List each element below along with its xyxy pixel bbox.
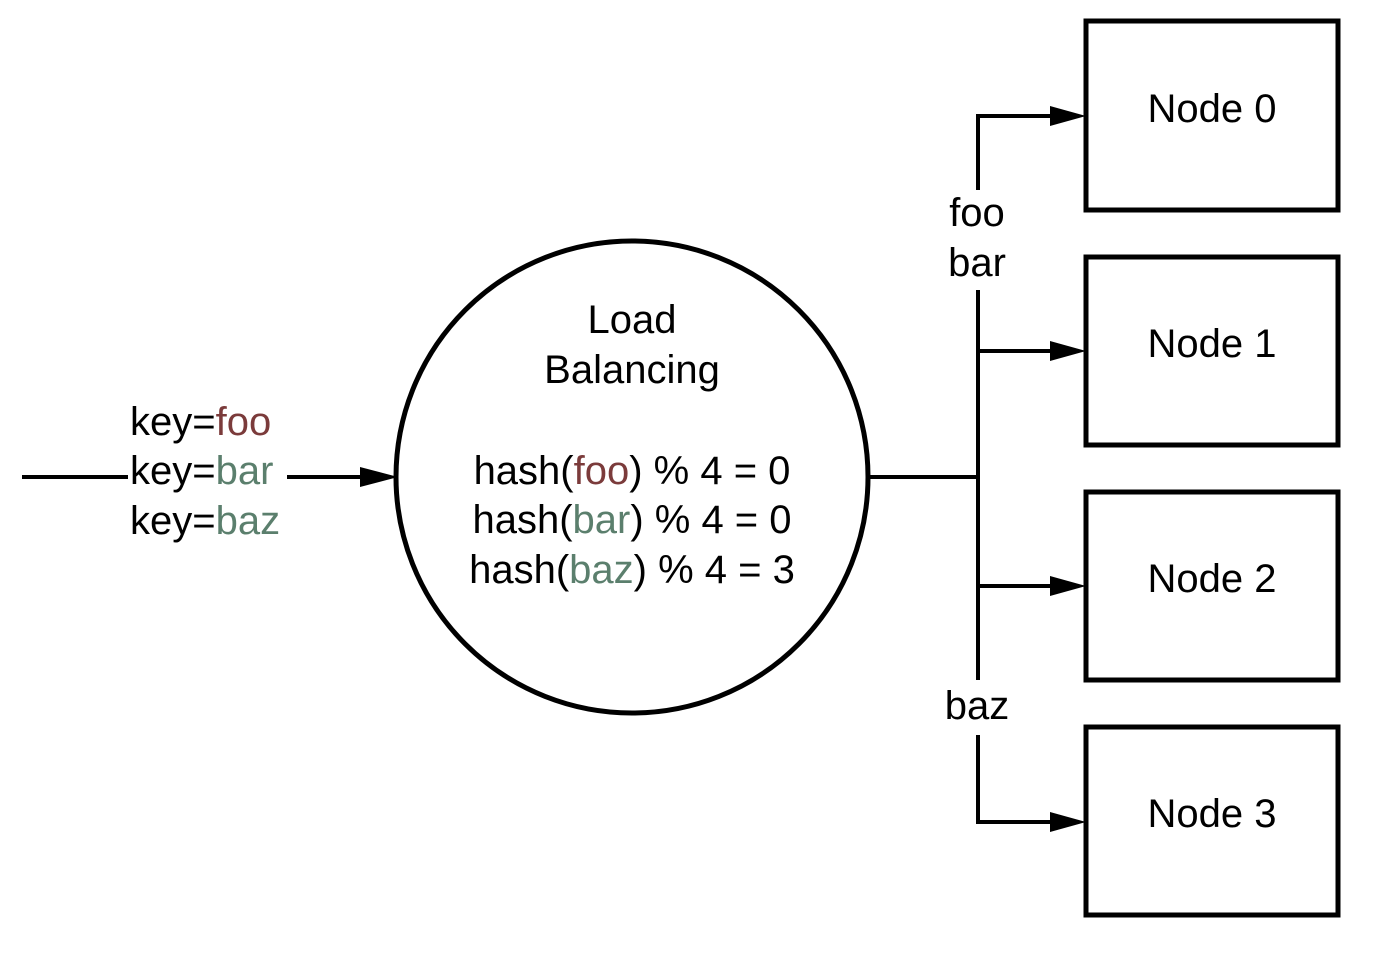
node-2: Node 2 <box>1083 489 1341 683</box>
incoming-edge <box>22 467 398 487</box>
node-0-label: Node 0 <box>1148 87 1277 131</box>
arrowhead-node-0-icon <box>1050 106 1086 126</box>
balancer-title-line2: Balancing <box>544 348 720 392</box>
incoming-arrowhead-icon <box>360 467 398 487</box>
arrowhead-node-3-icon <box>1050 812 1086 832</box>
input-keys: key=foo key=bar key=baz <box>130 400 280 543</box>
arrowhead-node-2-icon <box>1050 576 1086 596</box>
routing-edges <box>868 106 1086 832</box>
node-2-box <box>1083 489 1341 683</box>
node-3: Node 3 <box>1083 724 1341 918</box>
hash-formula-bar: hash(bar) % 4 = 0 <box>472 498 791 542</box>
load-balancer: Load Balancing hash(foo) % 4 = 0 hash(ba… <box>393 238 871 716</box>
node-1-label: Node 1 <box>1148 322 1277 366</box>
node-0-box <box>1083 18 1341 213</box>
input-key-bar: key=bar <box>130 449 273 493</box>
node-2-label: Node 2 <box>1148 557 1277 601</box>
node-1-box <box>1083 254 1341 448</box>
node-3-label: Node 3 <box>1148 792 1277 836</box>
balancer-title-line1: Load <box>588 298 677 342</box>
route-label-bar: bar <box>948 241 1006 285</box>
nodes: Node 0 Node 1 Node 2 Node 3 <box>1083 18 1341 918</box>
node-3-box <box>1083 724 1341 918</box>
arrowhead-node-1-icon <box>1050 341 1086 361</box>
input-key-baz: key=baz <box>130 499 280 543</box>
hash-formula-baz: hash(baz) % 4 = 3 <box>469 548 795 592</box>
route-label-foo: foo <box>949 191 1005 235</box>
input-key-foo: key=foo <box>130 400 271 444</box>
node-0: Node 0 <box>1083 18 1341 213</box>
route-labels: foo bar baz <box>945 191 1010 728</box>
node-1: Node 1 <box>1083 254 1341 448</box>
route-label-baz: baz <box>945 684 1010 728</box>
hash-formula-foo: hash(foo) % 4 = 0 <box>474 449 791 493</box>
